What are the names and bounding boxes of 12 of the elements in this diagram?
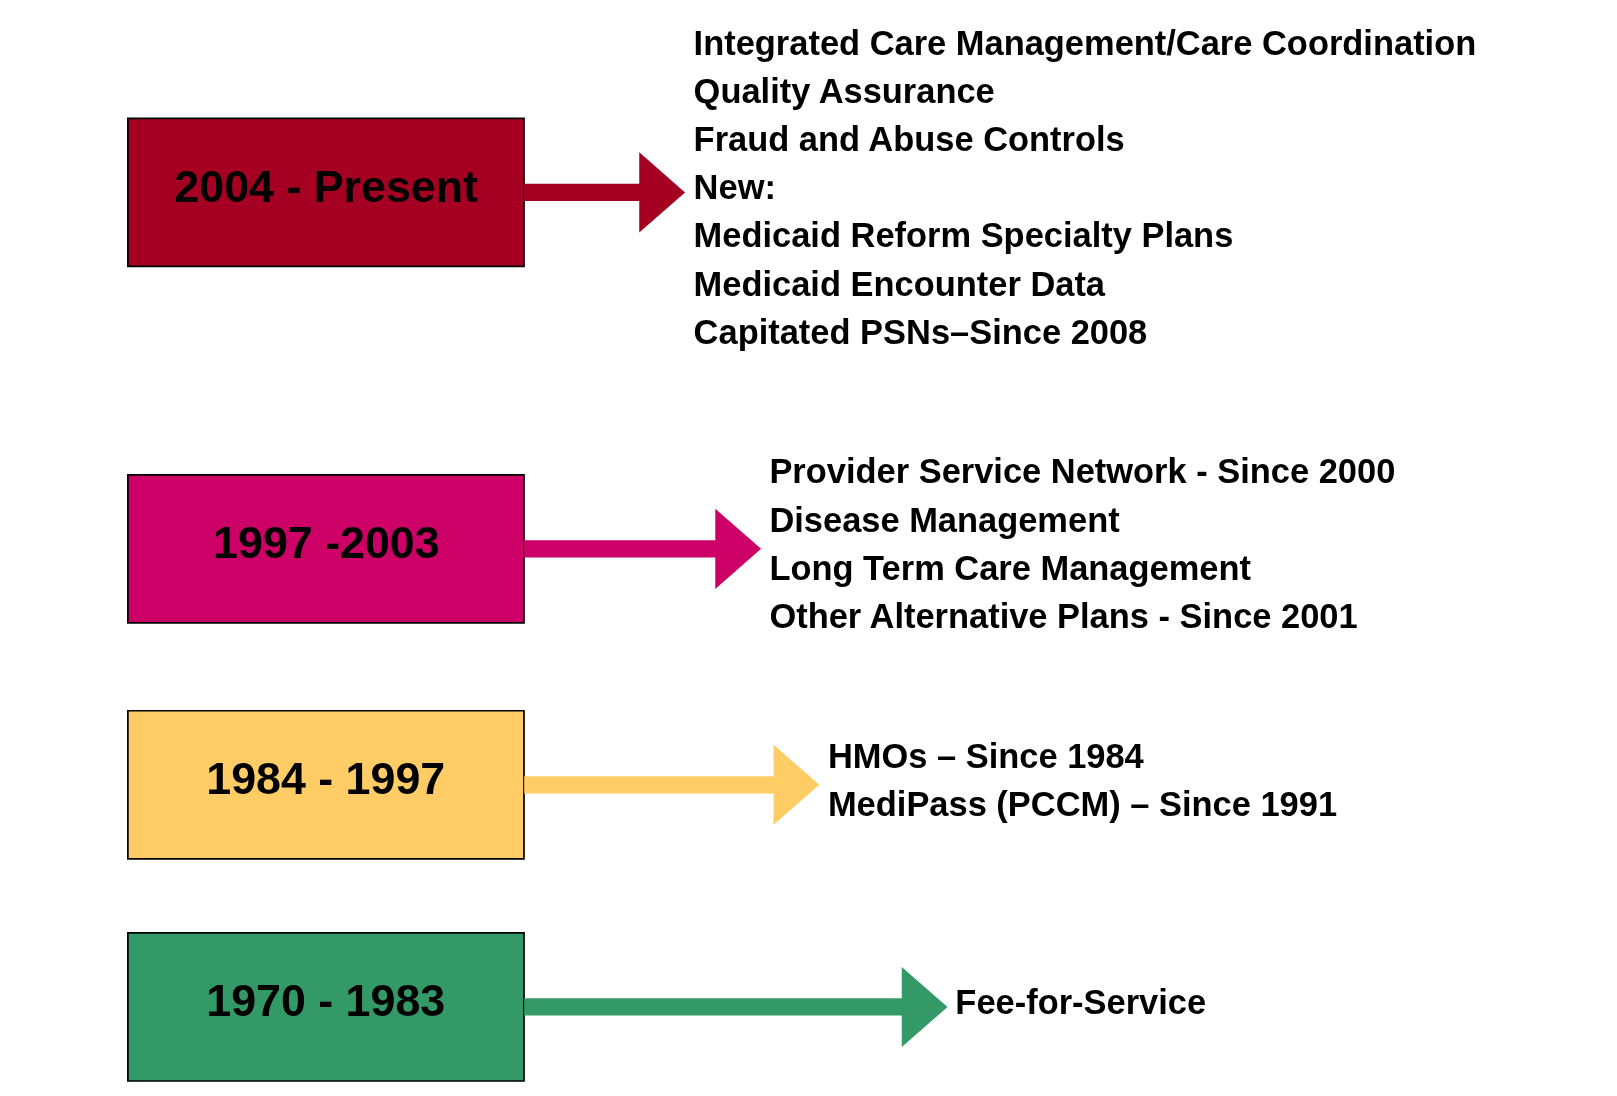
arrow xyxy=(523,152,685,233)
node-box: 1970 - 1983 xyxy=(126,932,525,1082)
arrow xyxy=(523,744,819,825)
node-text: Provider Service Network - Since 2000 Disease Management Long Term Care Management Other Alternative Plans - Since 2001 xyxy=(768,452,1395,636)
node-box: 1984 - 1997 xyxy=(126,709,525,860)
arrow xyxy=(523,508,761,589)
node-box: 1997 -2003 xyxy=(126,473,525,624)
node-text: Integrated Care Management/Care Coordination Quality Assurance Fraud and Abuse Controls New: Medicaid Reform Specialty Plans Medicaid Encounter Data Capitated PSNs–Since 2008 xyxy=(693,23,1476,351)
node-box: 2004 - Present xyxy=(126,117,525,268)
node-text: Fee-for-Service xyxy=(954,982,1206,1021)
node-text: HMOs – Since 1984 MediPass (PCCM) – Since 1991 xyxy=(827,736,1337,823)
arrow xyxy=(523,966,948,1048)
